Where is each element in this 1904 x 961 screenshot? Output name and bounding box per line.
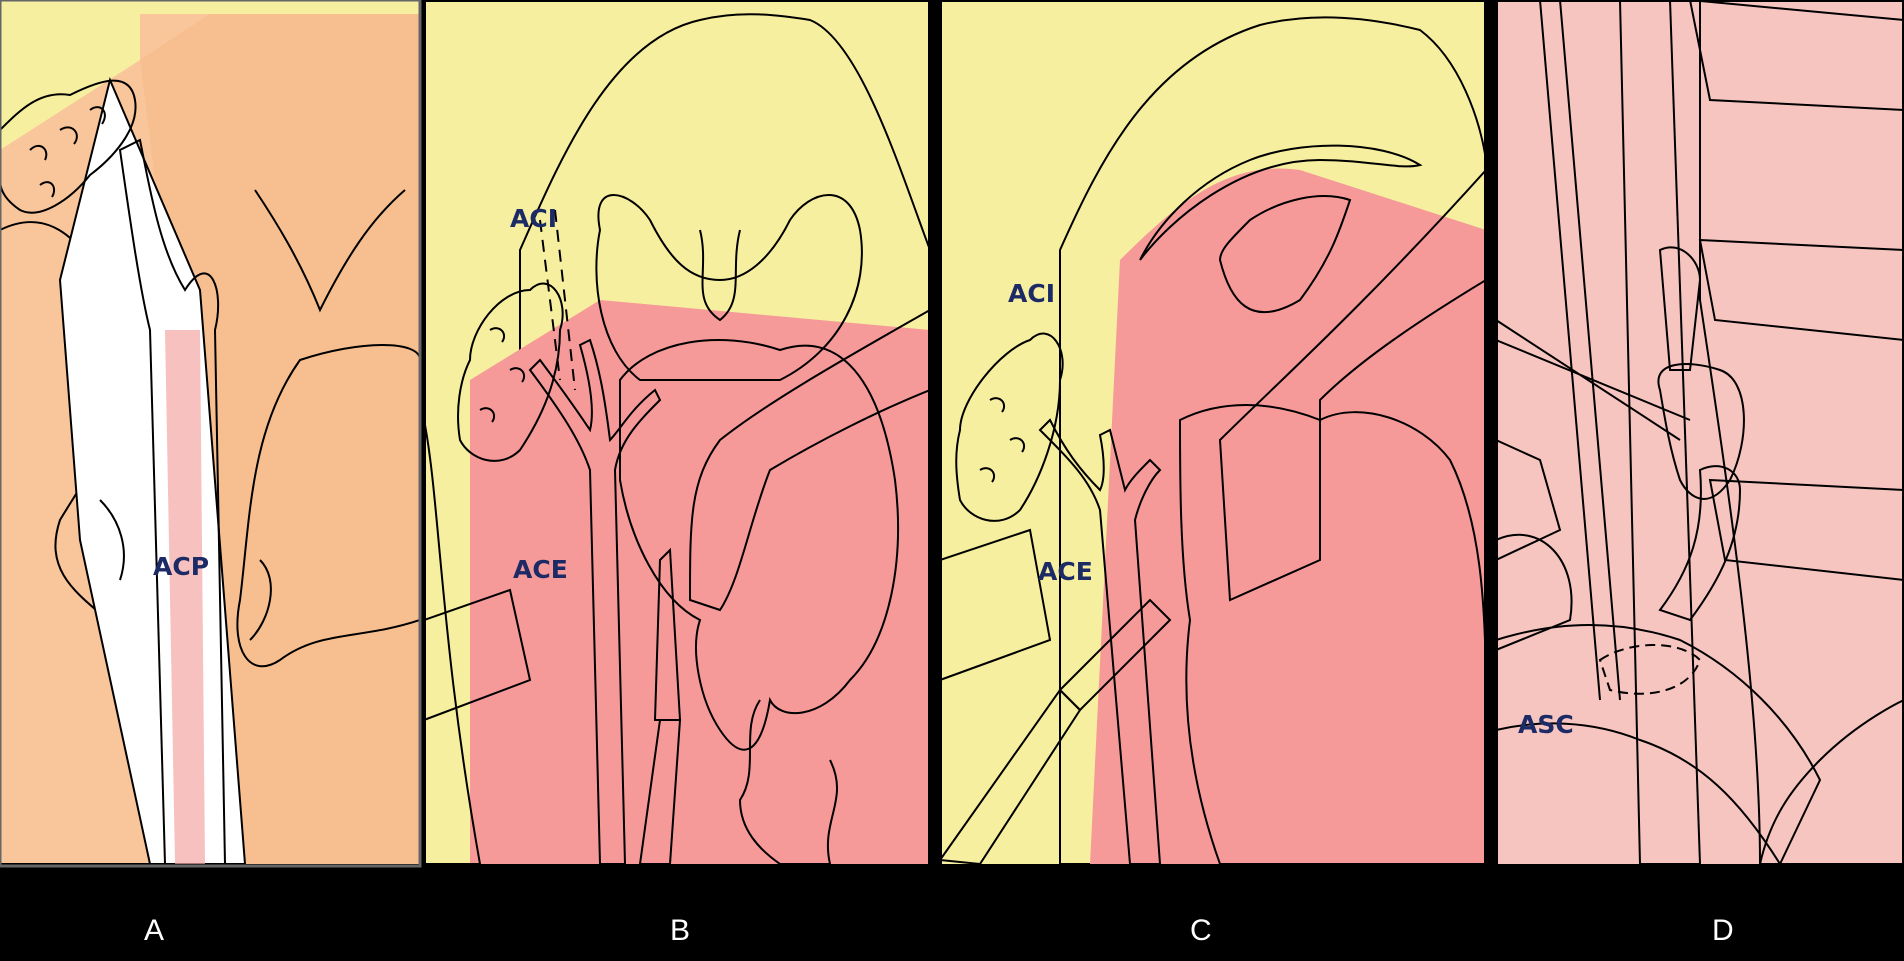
thyroid-gland-a xyxy=(0,79,137,214)
label-ace-c: ACE xyxy=(1038,557,1093,586)
panel-c xyxy=(940,0,1486,864)
panel-letter-c: C xyxy=(1190,914,1212,947)
label-ace-b: ACE xyxy=(513,555,568,584)
panel-letter-b: B xyxy=(670,914,690,947)
panel-letter-a: A xyxy=(144,914,164,947)
label-aci-b: ACI xyxy=(510,204,557,233)
label-acp: ACP xyxy=(153,552,209,581)
panel-letter-d: D xyxy=(1712,914,1734,947)
label-aci-c: ACI xyxy=(1008,279,1055,308)
tracheal-rings xyxy=(1688,0,1904,582)
panel-b xyxy=(424,0,930,864)
thyroid-gland-c xyxy=(955,332,1064,522)
label-asc: ASC xyxy=(1518,710,1574,739)
thyroid-gland-b xyxy=(457,282,564,462)
panel-a xyxy=(0,0,420,864)
panel-d xyxy=(1496,0,1904,864)
